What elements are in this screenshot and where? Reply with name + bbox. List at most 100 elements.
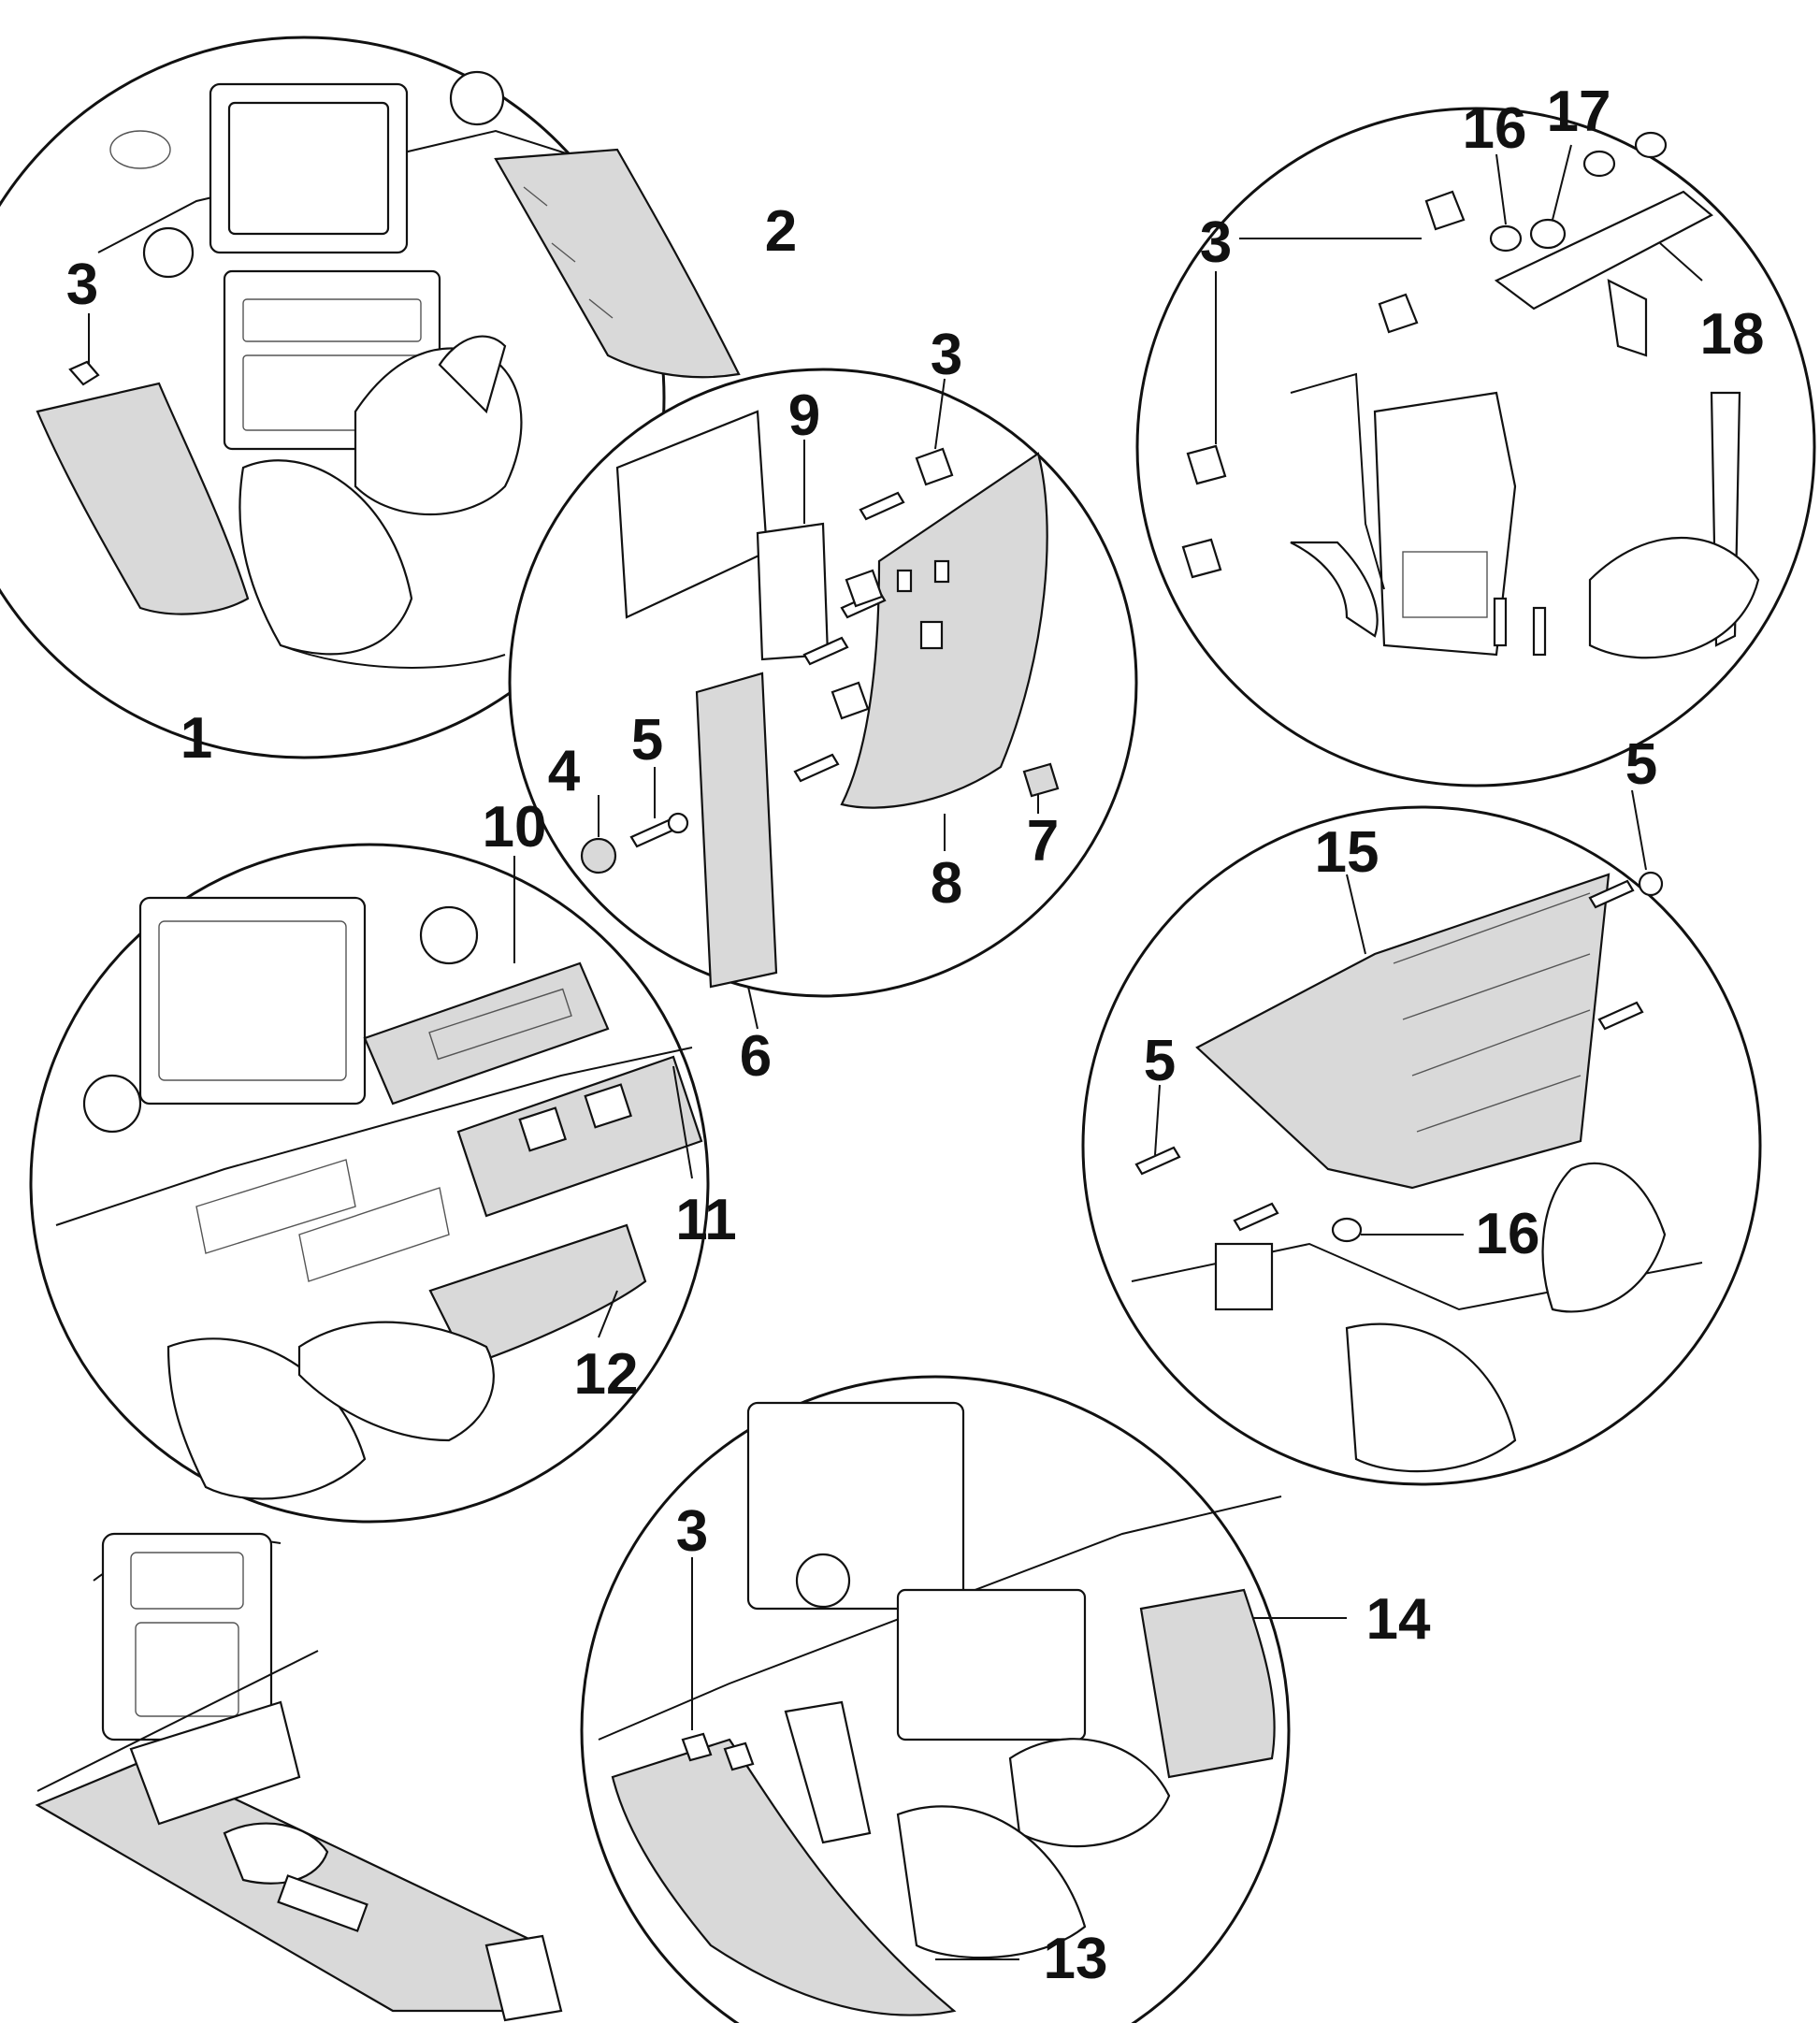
screw-e [859, 491, 905, 521]
dashboard-edge-d [55, 1047, 693, 1226]
callout-3: 3 [931, 323, 962, 387]
center-display-d-screen [158, 920, 347, 1081]
part-10-cd-slot [428, 988, 572, 1061]
bracket-foot [1290, 541, 1379, 638]
dash-knob-d-right [419, 905, 479, 965]
dash-knob-left [142, 226, 195, 279]
leader-12 [598, 1290, 618, 1338]
callout-5: 5 [1625, 732, 1657, 797]
part-8-slot-a [896, 569, 913, 593]
part-2-clips [523, 186, 614, 319]
detail-view-storage-tray [1081, 789, 1762, 1486]
detail-view-radio-climate [29, 843, 710, 1524]
callout-5: 5 [631, 708, 663, 773]
callout-4: 4 [548, 739, 581, 803]
callout-labels: 1 2 3 3 3 3 4 5 5 5 6 7 8 9 10 11 12 13 … [66, 79, 1765, 1991]
part-5-screw-c [1134, 1146, 1181, 1176]
seat-d-cushion [166, 1337, 367, 1500]
part-8-slot-b [933, 559, 950, 584]
overview-center-stack [101, 1532, 273, 1741]
center-display-f [746, 1401, 965, 1611]
part-8-trim-cover [840, 452, 1048, 809]
part-3-clip-c1 [915, 447, 954, 486]
dash-knob-d-left [82, 1074, 142, 1134]
callout-6: 6 [740, 1024, 772, 1089]
callout-11: 11 [675, 1188, 737, 1252]
callout-3: 3 [676, 1499, 708, 1564]
center-display-d [138, 896, 367, 1105]
detail-view-bracket [1135, 107, 1816, 788]
part-11-display-right [584, 1083, 632, 1129]
overview-dash-line [36, 1650, 319, 1792]
part-18-bracket [1494, 190, 1713, 311]
part-4-cap [580, 837, 617, 874]
dash-vent [109, 130, 171, 169]
callout-7: 7 [1027, 809, 1059, 874]
leader-5b [1631, 789, 1647, 871]
part-2-right-side-trim [494, 148, 741, 379]
screw-d [793, 753, 840, 783]
screw-g [1233, 1202, 1279, 1232]
leader-18 [1659, 242, 1703, 282]
part-10-radio [363, 961, 610, 1105]
climate-opening [298, 1187, 450, 1282]
callout-3: 3 [66, 253, 98, 317]
part-3-clip-c3 [831, 681, 870, 720]
part-9-bracket [756, 522, 830, 661]
overview-armrest [277, 1874, 368, 1932]
leader-11 [672, 1065, 693, 1179]
bracket-e [1214, 1242, 1274, 1311]
dash-knob-right [449, 70, 505, 126]
radio-slot [242, 298, 422, 342]
callout-14: 14 [1366, 1587, 1431, 1652]
shift-housing [1588, 536, 1760, 659]
part-8-slot-c [919, 620, 944, 650]
part-3-clip-c2 [845, 569, 884, 608]
stud-2 [1532, 606, 1547, 657]
callout-17: 17 [1547, 79, 1611, 144]
leader-3d [934, 378, 946, 450]
callout-9: 9 [788, 383, 820, 448]
detail-view-side-panels [0, 36, 741, 759]
callout-16: 16 [1476, 1202, 1540, 1266]
callout-3: 3 [1200, 210, 1232, 275]
part-17-nut-a [1529, 218, 1567, 250]
dash-knob-f [795, 1553, 851, 1609]
part-3-clip-b3 [1186, 444, 1227, 485]
bracket-f [784, 1700, 872, 1844]
part-15-storage-tray [1195, 873, 1611, 1190]
part-3-clip-b2 [1378, 293, 1419, 334]
callout-15: 15 [1315, 820, 1379, 885]
part-5-screw-b [1588, 879, 1635, 909]
gear-shift-f-boot [1008, 1738, 1171, 1848]
callout-1: 1 [181, 706, 212, 771]
seat-left-cushion [238, 459, 413, 656]
part-3-clip-b4 [1181, 538, 1222, 579]
part-3-clip-f1 [681, 1732, 713, 1762]
part-5-screw-a-head [667, 812, 689, 834]
seat-f-cushion [896, 1805, 1087, 1959]
stud-1 [1493, 597, 1508, 647]
callout-13: 13 [1044, 1927, 1108, 1991]
console-bracket-grille [1402, 551, 1488, 618]
leader-6 [747, 986, 758, 1030]
leader-17a [1552, 144, 1572, 221]
radio-unit-f [896, 1588, 1087, 1741]
part-3-clip-a [68, 360, 100, 386]
callout-10: 10 [483, 795, 547, 860]
gear-shift-e-boot [1541, 1162, 1667, 1313]
leader-16a [1495, 153, 1507, 225]
detail-view-trim-panels [580, 1375, 1347, 2023]
callout-12: 12 [574, 1342, 639, 1407]
callout-5: 5 [1144, 1029, 1176, 1093]
overview-gear-shift [223, 1822, 329, 1885]
part-14-right-trim [1139, 1588, 1276, 1779]
console-bracket-base [1373, 391, 1517, 657]
overview-radio-stack [129, 1700, 301, 1826]
radio-opening [195, 1159, 356, 1254]
callout-8: 8 [931, 851, 962, 916]
detail-circle-c [508, 368, 1138, 998]
part-5-screw-b-head [1638, 871, 1664, 897]
